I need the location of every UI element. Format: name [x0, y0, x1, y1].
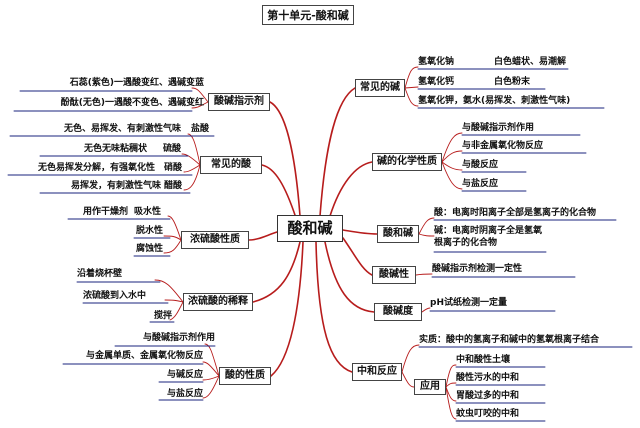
acid-hno3-desc: 无色易挥发分解，有强氧化性: [37, 163, 155, 173]
link-app-wastewater: [445, 382, 457, 388]
branch-acidity-alkalinity: 酸碱性: [372, 266, 416, 284]
acid-acetic-name: 醋酸: [164, 181, 183, 191]
branch-ph-level: 酸碱度: [374, 303, 422, 321]
application-stomach-acid: 胃酸过多的中和: [456, 391, 520, 401]
base-koh-ammonia: 氢氧化钾，氨水(易挥发、刺激性气味): [418, 96, 571, 106]
dehydration-leaf: 脱水性: [136, 226, 164, 236]
acid-acetic-desc: 易挥发，有刺激性气味: [70, 181, 161, 191]
definition-acid: 酸：电离时阳离子全部是氢离子的化合物: [434, 208, 597, 218]
base-prop-indicator: 与酸碱指示剂作用: [462, 123, 535, 133]
branch-common-bases: 常见的碱: [355, 79, 405, 97]
link-app-insect: [445, 386, 457, 420]
branch-acid-properties: 酸的性质: [219, 367, 271, 385]
link-base-caoh2: [404, 86, 419, 89]
acid-prop-salt: 与盐反应: [166, 389, 203, 399]
corrosive-leaf: 腐蚀性: [136, 244, 164, 254]
trunk-to-base-properties: [329, 161, 373, 217]
branch-conc-sulfuric-properties: 浓硫酸性质: [181, 231, 249, 249]
trunk-to-common-bases: [319, 87, 356, 217]
link-indicator-litmus: [191, 87, 209, 103]
acid-prop-base: 与碱反应: [166, 370, 203, 380]
link-dilution-stir: [169, 301, 184, 321]
branch-conc-sulfuric-dilution: 浓硫酸的稀释: [183, 293, 253, 311]
trunk-to-sulfuric-properties: [248, 231, 278, 241]
link-definition-acid: [418, 217, 435, 235]
acid-hno3-name: 硝酸: [164, 163, 183, 173]
link-acid-prop-metals: [202, 361, 220, 377]
link-dilution-wall: [154, 279, 184, 303]
application-wastewater: 酸性污水的中和: [456, 373, 520, 383]
base-prop-salt: 与盐反应: [462, 179, 499, 189]
indicator-litmus-leaf: 石蕊(紫色)一遇酸变红、遇碱变蓝: [69, 78, 204, 88]
acid-hcl-desc: 无色、易挥发、有刺激性气味: [63, 124, 181, 134]
link-app-stomach: [445, 386, 457, 402]
link-neutralization-essence: [401, 344, 420, 373]
base-prop-nonmetal-oxide: 与非金属氧化物反应: [462, 141, 544, 151]
branch-common-acids: 常见的酸: [200, 156, 262, 174]
trunk-to-acid-and-base: [342, 229, 378, 235]
link-acid-prop-salt: [202, 375, 220, 399]
trunk-to-dilution: [252, 241, 301, 303]
acidity-qualitative-leaf: 酸碱指示剂检测一定性: [432, 264, 523, 274]
base-caoh2-name: 氢氧化钙: [418, 77, 455, 87]
branch-acid-and-base: 酸和碱: [377, 225, 419, 243]
dilution-step-stir: 搅拌: [154, 311, 173, 321]
base-prop-acid: 与酸反应: [462, 160, 499, 170]
acid-prop-indicator: 与酸碱指示剂作用: [142, 333, 215, 343]
ph-quantitative-leaf: pH试纸检测一定量: [430, 298, 507, 308]
neutralization-essence: 实质：酸中的氢离子和碱中的氢氧根离子结合: [419, 335, 600, 345]
link-neutralization-application: [401, 371, 415, 388]
application-insect-bite: 蚊虫叮咬的中和: [456, 409, 520, 419]
link-acid-acetic: [183, 164, 201, 191]
link-acid-hcl: [187, 133, 201, 166]
link-corrosive: [163, 239, 182, 254]
acid-hcl-name: 盐酸: [191, 124, 210, 134]
trunk-to-indicator: [269, 101, 301, 217]
indicator-phenolphthalein-leaf: 酚酞(无色)一遇酸不变色、遇碱变红: [60, 98, 204, 108]
application-soil: 中和酸性土壤: [456, 355, 511, 365]
trunk-to-neutralization: [315, 241, 353, 373]
base-caoh2-desc: 白色粉末: [494, 77, 531, 87]
hygroscopic-name: 吸水性: [134, 207, 162, 217]
link-dehydration: [163, 235, 182, 241]
acid-h2so4-desc: 无色无味粘稠状: [83, 144, 147, 154]
link-acid-prop-indicator: [204, 343, 220, 377]
link-app-soil: [445, 364, 457, 388]
link-dilution-pour: [164, 299, 184, 303]
dilution-step-pour-into-water: 浓硫酸到入水中: [83, 291, 147, 301]
neutralization-application-node: 应用: [414, 379, 446, 395]
link-acid-h2so4: [181, 153, 201, 166]
link-base-naoh: [404, 66, 419, 89]
link-base-prop-indicator: [441, 132, 463, 163]
link-base-prop-salt: [441, 161, 463, 190]
dilution-step-along-wall: 沿着烧杯壁: [77, 269, 123, 279]
trunk-to-acidity: [342, 237, 373, 276]
link-acidity-leaf: [415, 273, 433, 276]
link-base-prop-nonmetal: [441, 150, 463, 163]
base-naoh-desc: 白色蜡状、易潮解: [494, 57, 567, 67]
trunk-to-ph: [324, 241, 375, 313]
link-hygroscopic: [167, 215, 182, 241]
acid-prop-metals: 与金属单质、金属氧化物反应: [85, 351, 203, 361]
trunk-to-acid-properties: [270, 241, 304, 377]
acid-h2so4-name: 硫酸: [163, 144, 182, 154]
link-base-prop-acid: [441, 161, 463, 171]
link-acid-prop-base: [202, 375, 220, 381]
branch-neutralization: 中和反应: [352, 363, 402, 381]
link-base-koh: [404, 87, 419, 107]
link-acid-hno3: [183, 164, 201, 173]
hygroscopic-desc: 用作干燥剂: [82, 207, 128, 217]
branch-base-chemical-properties: 碱的化学性质: [372, 153, 442, 171]
central-topic: 酸和碱: [277, 215, 343, 242]
branch-acid-base-indicator: 酸碱指示剂: [208, 93, 270, 111]
base-naoh-name: 氢氧化钠: [418, 57, 455, 67]
trunk-to-common-acids: [261, 164, 297, 219]
link-definition-base: [418, 233, 435, 237]
link-indicator-phenolphthalein: [191, 101, 209, 109]
definition-base: 碱：电离时阴离子全是氢氧根离子的化合物: [434, 226, 543, 248]
page-title: 第十单元-酸和碱: [262, 5, 354, 25]
link-ph-leaf: [421, 307, 431, 313]
